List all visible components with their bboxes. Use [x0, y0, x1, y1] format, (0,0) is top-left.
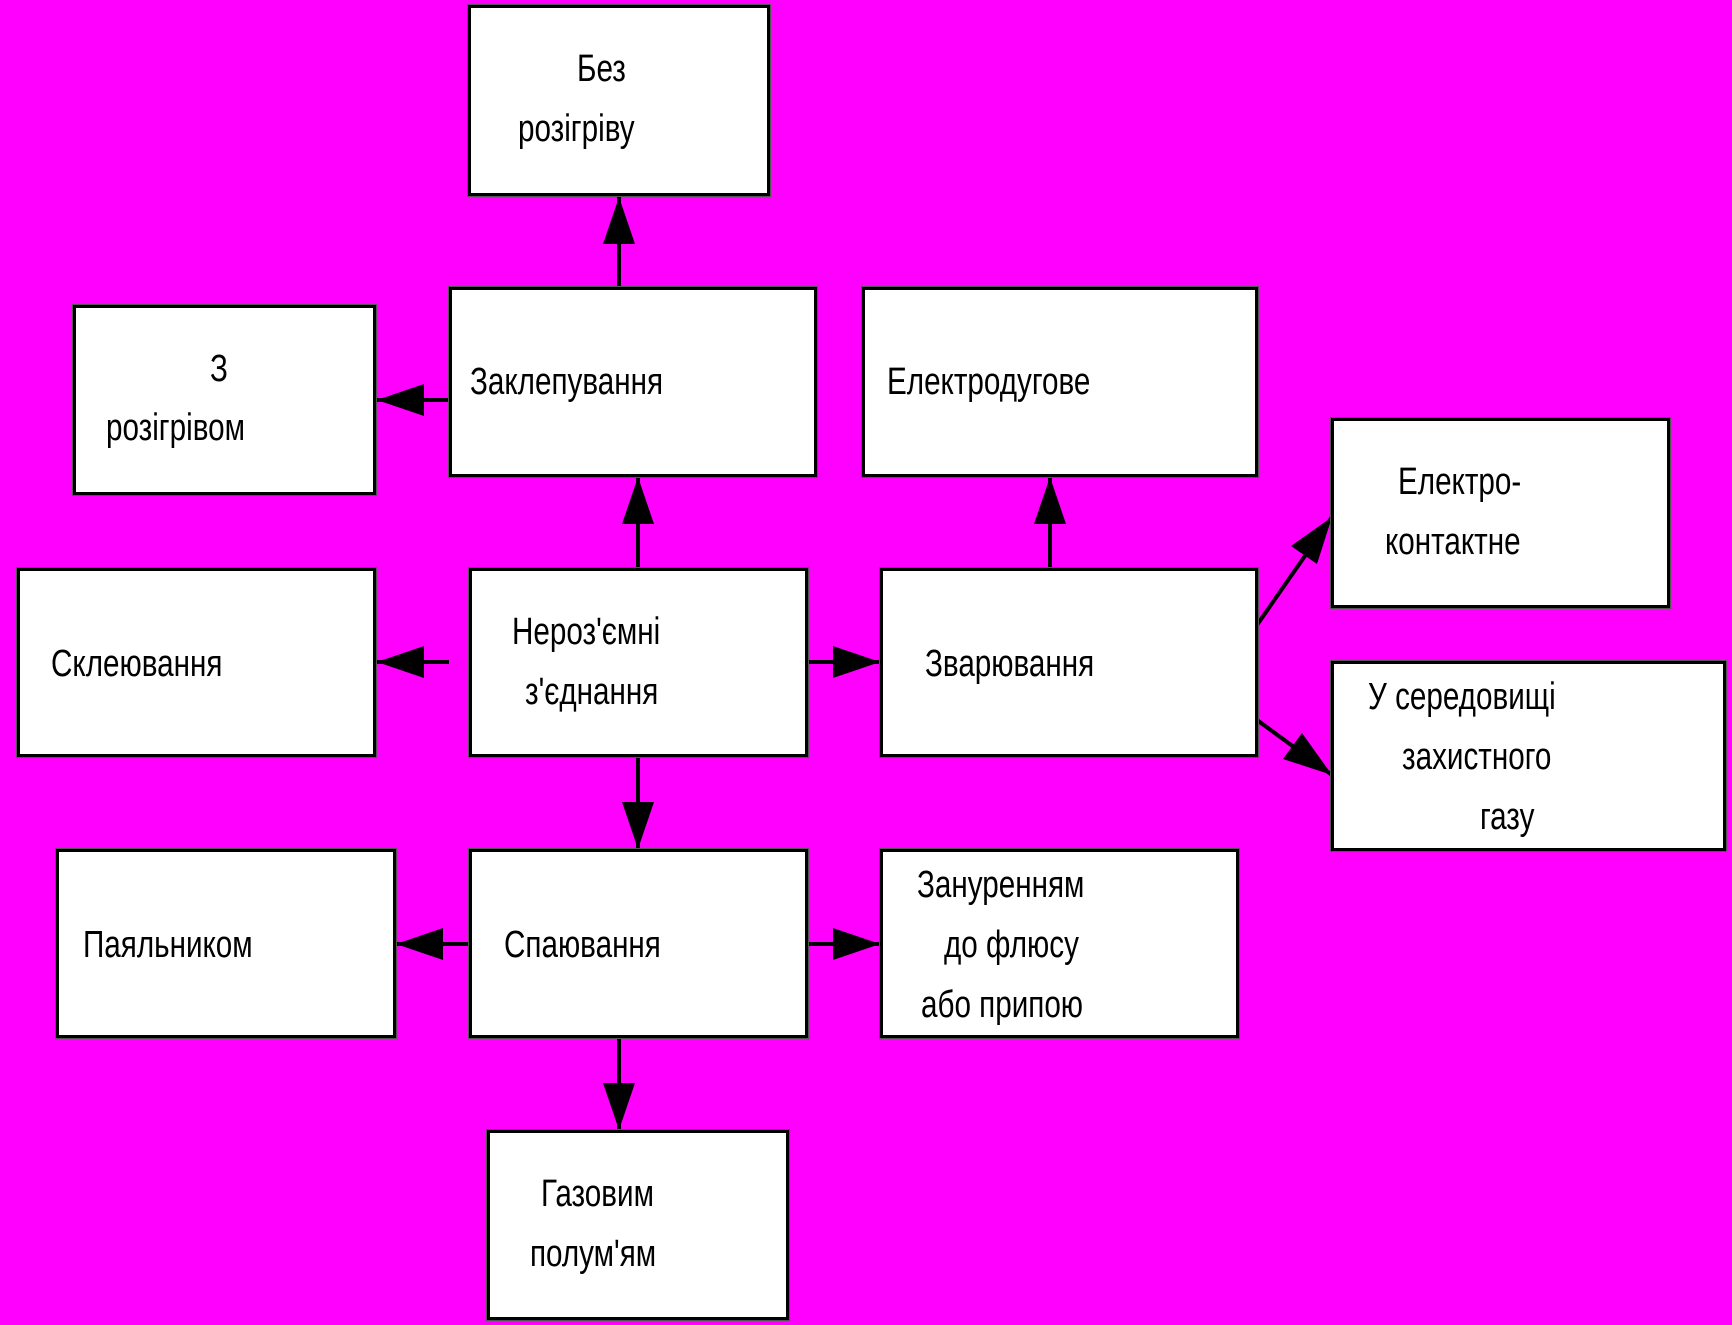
arrowhead-welding	[833, 646, 880, 678]
node-gluing	[17, 568, 376, 757]
node-welding-label: Зварювання	[925, 643, 1095, 685]
arrowhead-soldering-iron	[396, 928, 443, 960]
node-immersion-line1: Зануренням	[917, 864, 1085, 906]
arrowhead-electric-contact	[1291, 517, 1332, 564]
node-no-heating-line1: Без	[577, 48, 626, 90]
node-root-line1: Нероз'ємні	[512, 611, 661, 653]
node-no-heating-line2: розігріву	[518, 108, 635, 150]
node-soldering-label: Спаювання	[504, 924, 661, 966]
node-with-heating-line2: розігрівом	[106, 407, 245, 449]
node-riveting	[449, 287, 817, 477]
node-gas-flame-line1: Газовим	[541, 1173, 654, 1215]
arrowhead-shielding-gas	[1283, 733, 1332, 775]
node-welding	[880, 568, 1258, 757]
node-shielding-gas-line2: захистного	[1402, 736, 1552, 778]
node-shielding-gas-line1: У середовищі	[1368, 676, 1556, 718]
node-soldering-iron	[56, 849, 396, 1038]
node-gas-flame-line2: полум'ям	[530, 1233, 657, 1275]
arrowhead-gluing	[377, 646, 424, 678]
node-with-heating-line1: З	[210, 348, 228, 390]
arrowhead-immersion	[833, 928, 880, 960]
node-electric-contact-line2: контактне	[1385, 521, 1521, 563]
node-riveting-label: Заклепування	[470, 361, 664, 403]
node-electric-arc-label: Електродугове	[887, 361, 1091, 403]
node-soldering	[469, 849, 808, 1038]
node-shielding-gas-line3: газу	[1480, 796, 1535, 838]
arrowhead-riveting	[622, 477, 654, 524]
node-gas-flame	[487, 1130, 789, 1320]
arrowhead-with-heating	[377, 384, 424, 416]
node-root-line2: з'єднання	[525, 671, 659, 713]
arrowhead-soldering	[622, 802, 654, 849]
node-immersion-line3: або припою	[921, 984, 1084, 1026]
node-root	[469, 568, 808, 757]
arrowhead-gas-flame	[603, 1083, 635, 1130]
arrowhead-electric-arc	[1034, 477, 1066, 524]
node-immersion	[880, 849, 1239, 1038]
node-electric-arc	[862, 287, 1258, 477]
node-electric-contact	[1331, 418, 1670, 608]
node-immersion-line2: до флюсу	[944, 924, 1079, 966]
node-gluing-label: Склеювання	[51, 643, 223, 685]
node-soldering-iron-label: Паяльником	[83, 924, 253, 966]
node-no-heating	[468, 5, 770, 196]
node-shielding-gas	[1331, 661, 1726, 851]
node-with-heating	[73, 305, 376, 495]
node-electric-contact-line1: Електро-	[1398, 461, 1522, 503]
arrowhead-no-heating	[603, 197, 635, 244]
